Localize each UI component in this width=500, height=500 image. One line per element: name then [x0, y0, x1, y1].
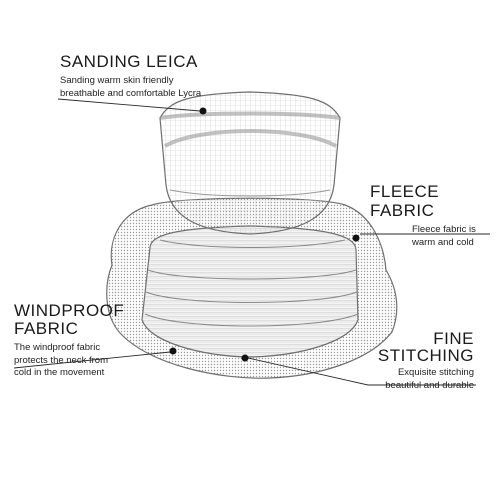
callout-description: Exquisite stitching beautiful and durabl… — [370, 367, 474, 392]
title-line: STITCHING — [377, 346, 474, 365]
callout-title: SANDING LEICA — [60, 52, 198, 71]
title-line: WINDPROOF — [14, 301, 125, 320]
desc-line: Sanding warm skin friendly — [60, 75, 174, 86]
callout-fleece-fabric: FLEECE FABRIC Fleece fabric is warm and … — [370, 182, 488, 249]
desc-line: cold in the movement — [14, 367, 105, 378]
callout-description: Fleece fabric is warm and cold — [370, 224, 488, 249]
callout-title: FLEECE FABRIC — [370, 182, 440, 220]
callout-description: Sanding warm skin friendly breathable an… — [60, 75, 220, 100]
desc-line: breathable and comfortable Lycra — [60, 87, 202, 99]
callout-description: The windproof fabric protects the neck f… — [14, 342, 134, 380]
desc-line: protects the neck from — [14, 354, 108, 366]
inner-wrap — [141, 225, 359, 358]
leader-windproof — [13, 347, 177, 369]
callout-title: WINDPROOF FABRIC — [14, 302, 134, 338]
desc-line: Exquisite stitching — [397, 367, 474, 378]
desc-line: The windproof fabric — [14, 342, 101, 353]
top-panel — [159, 91, 341, 235]
callout-windproof-fabric: WINDPROOF FABRIC The windproof fabric pr… — [14, 302, 134, 380]
leader-fine — [241, 354, 476, 386]
desc-line: beautiful and durable — [385, 379, 474, 391]
callout-title: FINE STITCHING — [370, 330, 474, 364]
leader-sanding — [57, 98, 207, 115]
title-line: FINE — [433, 329, 474, 348]
callout-fine-stitching: FINE STITCHING Exquisite stitching beaut… — [370, 330, 474, 392]
desc-line: Fleece fabric is — [412, 224, 476, 235]
desc-line: warm and cold — [412, 236, 474, 248]
leader-fleece — [352, 233, 490, 242]
callout-sanding-leica: SANDING LEICA Sanding warm skin friendly… — [60, 52, 220, 100]
title-line: FABRIC — [14, 319, 79, 338]
